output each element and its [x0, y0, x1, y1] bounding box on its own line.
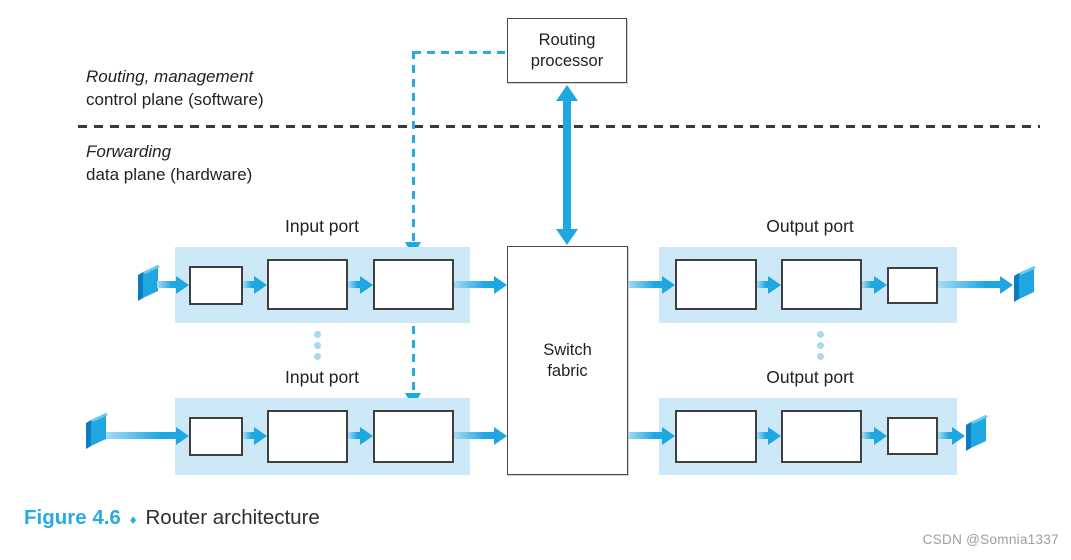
arrow-output1-1to2 [757, 275, 781, 294]
arrow-input1-2to3 [348, 275, 373, 294]
output2-stage-box-2 [781, 410, 862, 463]
input-port-bottom-label: Input port [285, 367, 359, 387]
plane-separator-dashed-line [78, 125, 1040, 128]
arrow-fabric-to-output2 [628, 426, 675, 445]
watermark-text: CSDN @Somnia1337 [922, 532, 1059, 547]
arrow-output1-2to3 [862, 275, 887, 294]
caption-diamond-icon: ♦ [129, 511, 137, 527]
input-link-icon-bottom [86, 413, 108, 449]
double-arrow-up-head [556, 85, 578, 101]
arrow-input1-line-to-box [157, 275, 189, 294]
routing-processor-box: Routing processor [507, 18, 627, 83]
output2-stage-box-1 [675, 410, 757, 463]
input1-stage-box-3 [373, 259, 454, 310]
arrow-input2-2to3 [348, 426, 373, 445]
data-plane-line2: data plane (hardware) [86, 165, 253, 184]
input2-stage-box-1 [189, 417, 243, 456]
control-dashed-line-horizontal [413, 51, 507, 54]
switch-fabric-line2: fabric [547, 361, 588, 380]
switch-fabric-line1: Switch [543, 340, 592, 359]
data-plane-line1: Forwarding [86, 142, 172, 161]
arrow-output2-1to2 [757, 426, 781, 445]
figure-caption: Figure 4.6 ♦ Router architecture [24, 506, 320, 530]
output-port-bottom-label: Output port [766, 367, 854, 387]
control-plane-line2: control plane (software) [86, 90, 264, 109]
output-link-icon-top [1014, 266, 1036, 302]
double-arrow-shaft [563, 99, 571, 231]
input2-stage-box-3 [373, 410, 454, 463]
output-link-icon-bottom [966, 415, 988, 451]
figure-title: Router architecture [145, 506, 320, 529]
input-ellipsis-dot [314, 353, 321, 360]
arrow-input1-to-fabric [454, 275, 507, 294]
output-ellipsis-dot [817, 353, 824, 360]
arrow-output1-to-line [938, 275, 1013, 294]
output2-stage-box-3 [887, 417, 938, 455]
output-port-top-label: Output port [766, 216, 854, 236]
control-dashed-line-vertical-top [412, 51, 415, 241]
routing-processor-line2: processor [530, 51, 604, 70]
arrow-output2-2to3 [862, 426, 887, 445]
control-plane-line1: Routing, management [86, 67, 254, 86]
control-plane-label: Routing, management control plane (softw… [86, 65, 264, 111]
control-dashed-line-vertical-bottom [412, 312, 415, 394]
routing-processor-line1: Routing [538, 30, 596, 49]
output1-stage-box-1 [675, 259, 757, 310]
arrow-fabric-to-output1 [628, 275, 675, 294]
output1-stage-box-3 [887, 267, 938, 304]
input2-stage-box-2 [267, 410, 348, 463]
input-ellipsis-dot [314, 331, 321, 338]
input-ellipsis-dot [314, 342, 321, 349]
arrow-output2-to-line [938, 426, 965, 445]
input-port-top-label: Input port [285, 216, 359, 236]
double-arrow-down-head [556, 229, 578, 245]
arrow-input2-line-to-box [106, 426, 189, 445]
input1-stage-box-2 [267, 259, 348, 310]
switch-fabric-box: Switch fabric [507, 246, 628, 475]
output-ellipsis-dot [817, 342, 824, 349]
arrow-input2-1to2 [243, 426, 267, 445]
arrow-input1-1to2 [243, 275, 267, 294]
input1-stage-box-1 [189, 266, 243, 305]
data-plane-label: Forwarding data plane (hardware) [86, 140, 252, 186]
figure-number: Figure 4.6 [24, 506, 121, 529]
input-link-icon-top [138, 265, 160, 301]
output-ellipsis-dot [817, 331, 824, 338]
arrow-input2-to-fabric [454, 426, 507, 445]
output1-stage-box-2 [781, 259, 862, 310]
